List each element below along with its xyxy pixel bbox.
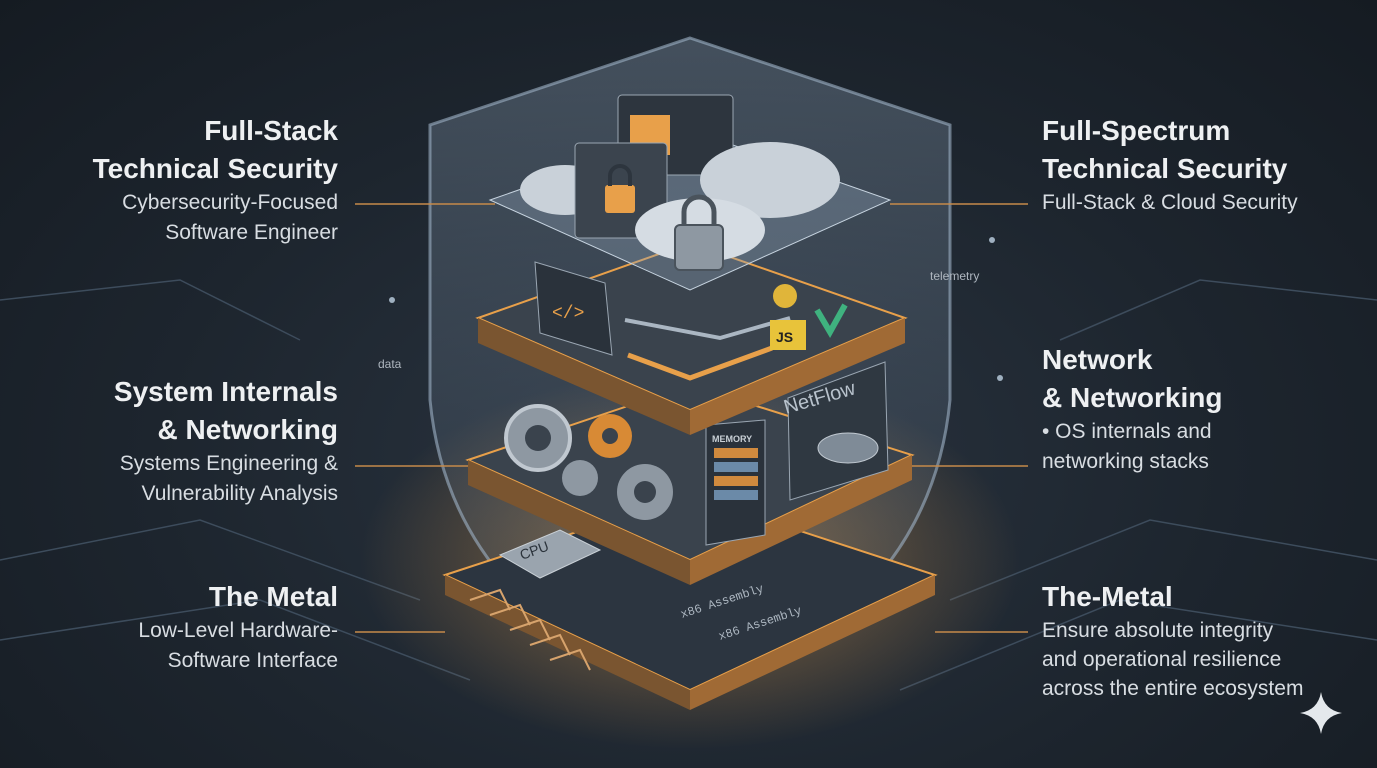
section-subtitle: networking stacks [1042,450,1209,473]
section-title: Technical Security [1042,153,1288,184]
section-subtitle: Full-Stack & Cloud Security [1042,191,1298,214]
right-section-full-spectrum: Full-Spectrum Technical Security Full-St… [1042,112,1298,218]
application-layer [475,241,908,435]
system-layer [465,361,915,585]
section-subtitle: Software Engineer [165,221,338,244]
circuit-lines [0,279,1377,691]
section-title: & Networking [1042,382,1223,413]
python-icon [773,284,797,308]
js-label: JS [776,329,793,345]
right-section-network: Network & Networking • OS internals and … [1042,341,1222,477]
section-title: & Networking [157,414,338,445]
data-annotation: data [378,357,402,371]
left-section-metal: The Metal Low-Level Hardware- Software I… [138,578,338,676]
sync-arrow-icon [624,316,791,341]
router-icon [817,432,879,464]
section-title: Full-Spectrum [1042,115,1231,146]
section-subtitle: Ensure absolute integrity [1042,619,1274,642]
section-subtitle: Systems Engineering & [119,452,338,475]
sparkle-icon [1300,692,1342,734]
js-icon [770,320,806,350]
gear-icon [562,460,598,496]
vue-icon [814,303,848,339]
section-subtitle: Cybersecurity-Focused [122,191,338,214]
section-subtitle: • OS internals and [1042,420,1212,443]
section-subtitle: across the entire ecosystem [1042,677,1304,700]
cloud-icon [700,142,840,218]
section-subtitle: Low-Level Hardware- [138,619,338,642]
section-subtitle: and operational resilience [1042,648,1282,671]
left-section-system-internals: System Internals & Networking Systems En… [114,373,338,509]
section-title: Network [1042,344,1153,375]
code-window-icon [534,261,613,356]
section-title: Full-Stack [204,115,338,146]
cloud-layer [488,94,892,291]
lock-icon [605,185,635,213]
memory-label: MEMORY [712,434,752,444]
right-section-metal: The-Metal Ensure absolute integrity and … [1042,578,1303,703]
cpu-chip-icon [498,529,602,579]
lock-icon [674,224,724,271]
telemetry-annotation: telemetry [930,269,980,283]
section-title: The-Metal [1042,581,1173,612]
section-title: System Internals [113,376,338,407]
sync-arrow-icon [627,345,773,381]
leader-lines [355,203,1028,633]
section-subtitle: Software Interface [167,649,338,672]
left-section-full-stack: Full-Stack Technical Security Cybersecur… [93,112,338,248]
section-title: The Metal [208,581,338,612]
hardware-layer [442,493,938,710]
netflow-panel [787,361,889,501]
section-title: Technical Security [92,153,338,184]
code-label: </> [552,304,584,324]
section-subtitle: Vulnerability Analysis [141,482,339,505]
